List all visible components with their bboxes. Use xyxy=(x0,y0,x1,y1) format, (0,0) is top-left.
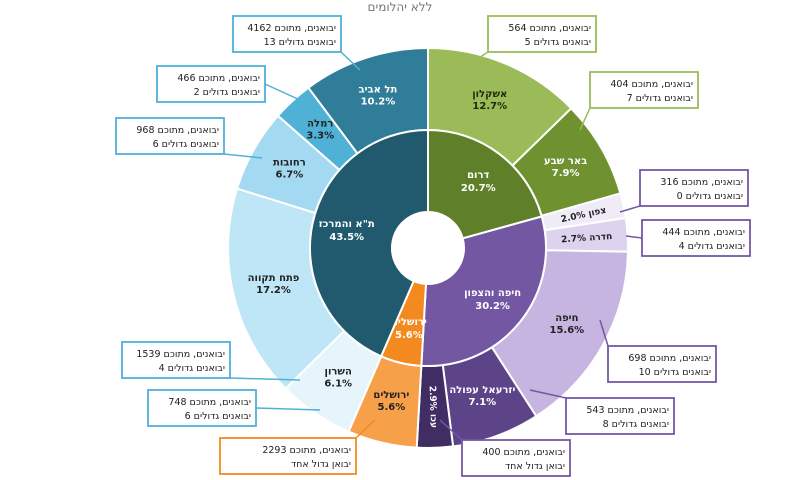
callout-leader xyxy=(340,51,361,71)
callout-line1: 444 יבואנים, מתוכם xyxy=(662,227,745,238)
donut-hole xyxy=(393,213,463,283)
outer-segment-label: חדרה 2.7% xyxy=(561,232,613,245)
callout-line1: 968 יבואנים, מתוכם xyxy=(136,125,219,136)
callout-box xyxy=(147,389,257,427)
callout-box xyxy=(607,345,717,383)
callout-line1: 543 יבואנים, מתוכם xyxy=(586,405,669,416)
callout-leader xyxy=(619,205,641,213)
inner-segment xyxy=(309,128,429,358)
callout-leader xyxy=(255,407,321,411)
callout-line2: 4 יבואנים גדולים xyxy=(679,241,745,252)
callout-box xyxy=(565,397,675,435)
callout-line1: 564 יבואנים, מתוכם xyxy=(508,23,591,34)
callout-line2: 8 יבואנים גדולים xyxy=(603,419,669,430)
callout-line2: 0 יבואנים גדולים xyxy=(677,191,743,202)
callout-line2: 10 יבואנים גדולים xyxy=(639,367,711,378)
callout-box xyxy=(232,15,342,53)
callout-box xyxy=(115,117,225,155)
callout-line2: 7 יבואנים גדולים xyxy=(627,93,693,104)
callout-line1: 466 יבואנים, מתוכם xyxy=(177,73,260,84)
callout-leader xyxy=(229,377,301,381)
callout-leader xyxy=(439,419,463,441)
callout-line2: יבואן גדול אחד xyxy=(291,459,351,470)
chart-title: ללא יהלומים xyxy=(367,0,433,14)
callout-box xyxy=(641,219,751,257)
callout-box xyxy=(639,169,749,207)
callout-box xyxy=(461,439,571,477)
callout-box xyxy=(589,71,699,109)
callout-line1: 2293 יבואנים, מתוכם xyxy=(262,445,351,456)
callout-line1: 404 יבואנים, מתוכם xyxy=(610,79,693,90)
callout-line1: 316 יבואנים, מתוכם xyxy=(660,177,743,188)
callout-box xyxy=(121,341,231,379)
callout-leader xyxy=(579,107,591,131)
callout-leader xyxy=(529,389,567,399)
callout-line1: 1539 יבואנים, מתוכם xyxy=(136,349,225,360)
callout-line2: 6 יבואנים גדולים xyxy=(153,139,219,150)
callout-line2: 6 יבואנים גדולים xyxy=(185,411,251,422)
callout-line2: 13 יבואנים גדולים xyxy=(264,37,336,48)
callout-line2: יבואן גדול אחד xyxy=(505,461,565,472)
callout-leader xyxy=(625,235,643,239)
callout-line1: 400 יבואנים, מתוכם xyxy=(482,447,565,458)
outer-segment-label: עכו 2.9% xyxy=(427,386,438,429)
inner-segment xyxy=(427,128,543,240)
callout-leader xyxy=(223,153,263,159)
callout-line2: 5 יבואנים גדולים xyxy=(525,37,591,48)
callout-line2: 2 יבואנים גדולים xyxy=(194,87,260,98)
callout-leader xyxy=(264,83,301,101)
callout-leader xyxy=(355,419,376,439)
callout-leader xyxy=(599,319,609,347)
inner-segment xyxy=(420,215,547,367)
callout-box xyxy=(487,15,597,53)
callout-line1: 748 יבואנים, מתוכם xyxy=(168,397,251,408)
callout-line1: 4162 יבואנים, מתוכם xyxy=(247,23,336,34)
callout-box xyxy=(156,65,266,103)
callout-box xyxy=(219,437,357,475)
callout-line2: 4 יבואנים גדולים xyxy=(159,363,225,374)
callout-line1: 698 יבואנים, מתוכם xyxy=(628,353,711,364)
callout-leader xyxy=(459,51,489,71)
